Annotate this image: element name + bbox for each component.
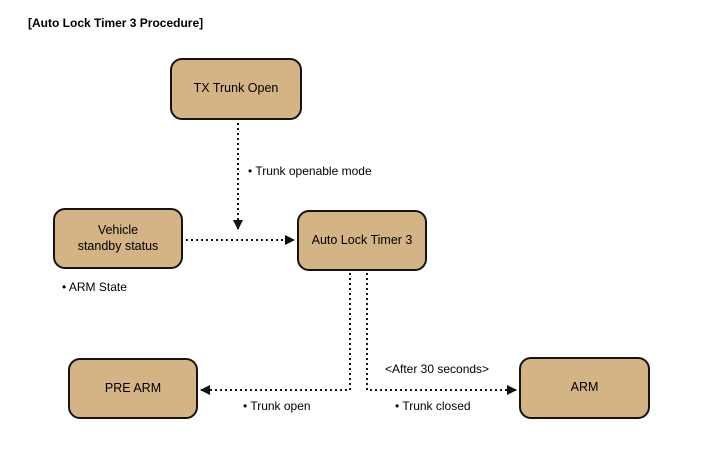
edge-label-after-30-seconds: <After 30 seconds> — [385, 362, 490, 376]
node-auto-lock-timer-3: Auto Lock Timer 3 — [297, 210, 427, 271]
edge-timer-to-prearm — [200, 273, 351, 395]
edge-label-trunk-openable-mode: • Trunk openable mode — [248, 164, 372, 178]
node-pre-arm: PRE ARM — [68, 358, 198, 419]
edge-label-arm-state: • ARM State — [62, 280, 127, 294]
edge-label-trunk-open: • Trunk open — [243, 399, 311, 413]
node-tx-trunk-open: TX Trunk Open — [170, 58, 302, 120]
node-label-vehicle-standby-status: Vehicle standby status — [77, 222, 159, 253]
node-vehicle-standby-status: Vehicle standby status — [53, 208, 183, 269]
node-arm: ARM — [519, 357, 650, 419]
edge-label-trunk-closed: • Trunk closed — [395, 399, 471, 413]
node-label-pre-arm: PRE ARM — [104, 380, 162, 395]
diagram-title: [Auto Lock Timer 3 Procedure] — [28, 16, 204, 30]
node-label-auto-lock-timer-3: Auto Lock Timer 3 — [311, 232, 413, 247]
node-label-arm: ARM — [570, 380, 599, 395]
node-label-tx-trunk-open: TX Trunk Open — [193, 81, 279, 96]
